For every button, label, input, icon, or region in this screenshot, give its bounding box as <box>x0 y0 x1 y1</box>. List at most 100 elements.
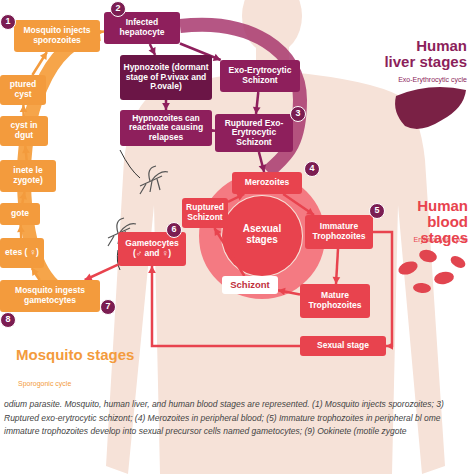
connector-line <box>152 266 300 346</box>
arrow-head <box>40 52 47 60</box>
cycle-label: Asexual stages <box>228 223 296 245</box>
stage-box: inete le zygote) <box>0 160 56 192</box>
cycle-arrow <box>17 225 25 238</box>
connector-line <box>22 192 24 203</box>
arrow-head <box>19 192 27 200</box>
arrow-head <box>97 28 104 36</box>
callout-number: 7 <box>100 299 116 315</box>
box-text: Infected hepatocyte <box>107 18 177 37</box>
arrow-head <box>22 146 30 153</box>
connector-line <box>165 100 168 110</box>
connector-line <box>150 44 155 55</box>
connector-line <box>180 44 221 61</box>
cycle-arrow <box>228 194 244 202</box>
cycle-arrow <box>278 288 300 296</box>
stage-box: Merozoites <box>232 172 302 194</box>
callout-number: 1 <box>0 14 16 30</box>
cycle-arrow <box>149 44 156 55</box>
connector-line <box>259 152 264 172</box>
arrow-head <box>213 54 221 61</box>
arrow-head <box>278 288 286 296</box>
arrow-head <box>17 225 25 232</box>
connector-line <box>278 290 300 294</box>
box-text: Gametocytes (♂ and ♀) <box>121 239 183 258</box>
callout-number: 5 <box>369 203 385 219</box>
cycle-arrow <box>20 105 28 116</box>
stage-box: ptured cyst <box>0 75 46 105</box>
arrow-head <box>333 277 341 284</box>
region-subtitle: Exo-Erythrocytic cycle <box>370 76 467 83</box>
cycle-arrow <box>32 268 40 280</box>
box-text: Mosquito injects sporozoites <box>17 26 97 45</box>
callout-number: 6 <box>166 222 182 238</box>
stage-box: Schizont <box>222 276 278 294</box>
stage-box: Hypnozoite (dormant stage of P.vivax and… <box>120 55 212 100</box>
connector-line <box>100 30 104 33</box>
leader-arrow <box>120 150 140 178</box>
cycle-arrow <box>162 100 170 110</box>
stage-box: Mosquito injects sporozoites <box>14 20 100 52</box>
box-text: Ruptured Exo-Erytrocytic Schizont <box>218 119 290 148</box>
stage-box: Exo-Erytrocytic Schizont <box>220 60 300 92</box>
arrow-head <box>236 194 244 201</box>
connector-line <box>85 265 118 280</box>
arrow-head <box>253 107 261 114</box>
callout-number: 3 <box>290 106 306 122</box>
connector-line <box>212 129 215 132</box>
stage-box: Mature Trophozoites <box>300 284 370 318</box>
arrow-head <box>148 266 156 273</box>
box-text: Exo-Erytrocytic Schizont <box>223 66 297 85</box>
figure-caption: odium parasite. Mosquito, human liver, a… <box>4 398 470 439</box>
region-subtitle: Sporogonic cycle <box>18 380 118 387</box>
cycle-arrow <box>333 249 341 284</box>
connector-line <box>336 249 338 284</box>
box-text: Sexual stage <box>317 341 369 351</box>
cycle-arrow <box>19 192 27 203</box>
cycle-arrow <box>283 194 314 215</box>
stage-box: Ruptured Exo-Erytrocytic Schizont <box>215 114 293 152</box>
red-blood-cells <box>397 248 468 294</box>
arrow-head <box>214 228 221 236</box>
region-title: Mosquito stages <box>16 346 156 363</box>
connector-line <box>22 105 25 116</box>
stage-box: Mosquito ingests gametocytes <box>0 280 100 312</box>
arrow-head <box>85 274 93 281</box>
callout-number: 2 <box>110 1 126 17</box>
box-text: Mosquito ingests gametocytes <box>3 286 97 305</box>
arrow-head <box>259 164 266 172</box>
box-text: etes ( ♀) <box>5 248 39 258</box>
box-text: Hypnozoites can reactivate causing relap… <box>123 114 209 143</box>
box-text: Ruptured Schizont <box>185 203 225 222</box>
box-text: inete le zygote) <box>3 166 53 185</box>
cycle-arrow <box>85 265 118 281</box>
callout-number: 8 <box>0 312 16 328</box>
stage-box: Sexual stage <box>300 336 386 356</box>
stage-box: etes ( ♀) <box>0 238 44 268</box>
cycle-arrow <box>180 44 221 61</box>
box-text: Schizont <box>230 280 270 291</box>
arrow-head <box>306 208 314 215</box>
liver-icon <box>395 87 466 129</box>
stage-box: Immature Trophozoites <box>305 215 373 249</box>
cycle-arrow <box>253 92 261 114</box>
connector-line <box>256 92 258 114</box>
cycle-arrow <box>97 28 104 36</box>
connector-line <box>373 232 392 346</box>
cycle-arrow <box>214 228 244 276</box>
connector-line <box>32 268 40 280</box>
arrow-head <box>149 47 156 55</box>
cycle-arrow <box>259 152 266 172</box>
cycle-arrow <box>22 146 30 160</box>
arrow-head <box>20 105 28 112</box>
arrow-head <box>162 103 170 110</box>
box-text: Immature Trophozoites <box>308 222 370 241</box>
callout-number: 4 <box>304 161 320 177</box>
box-text: Merozoites <box>245 178 289 188</box>
arrow-head <box>386 342 393 350</box>
box-text: cyst in dgut <box>3 121 45 140</box>
connector-line <box>19 225 22 238</box>
cycle-arrow <box>373 232 393 350</box>
arrow-head <box>208 127 215 135</box>
connector-line <box>228 194 244 202</box>
